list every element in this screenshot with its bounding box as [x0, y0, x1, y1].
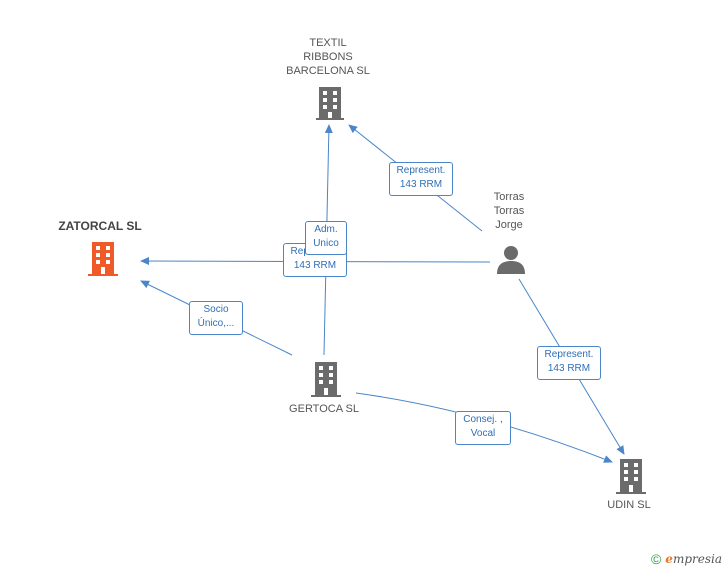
node-label-udin: UDIN SL	[607, 499, 651, 511]
node-label-torras: Torras Torras Jorge	[493, 191, 525, 231]
node-label-zatorcal: ZATORCAL SL	[58, 219, 142, 233]
edge-label-gertoca-zatorcal[interactable]: Socio Único,...	[189, 301, 243, 335]
copyright-symbol: ©	[650, 551, 662, 567]
node-label-gertoca: GERTOCA SL	[289, 403, 359, 415]
edge-label-torras-udin[interactable]: Represent. 143 RRM	[537, 346, 601, 380]
edge-label-gertoca-textil[interactable]: Adm. Unico	[305, 221, 347, 255]
edge-label-gertoca-udin[interactable]: Consej. , Vocal	[455, 411, 511, 445]
building-icon[interactable]	[616, 458, 646, 494]
brand-footer: © empresia	[651, 551, 722, 567]
brand-logo[interactable]: empresia	[665, 552, 722, 566]
edge-label-torras-textil[interactable]: Represent. 143 RRM	[389, 162, 453, 196]
building-icon[interactable]	[311, 361, 341, 397]
building-icon[interactable]	[88, 241, 118, 276]
building-icon[interactable]	[316, 86, 344, 120]
person-icon[interactable]	[496, 244, 526, 274]
node-label-textil: TEXTIL RIBBONS BARCELONA SL	[286, 37, 370, 77]
